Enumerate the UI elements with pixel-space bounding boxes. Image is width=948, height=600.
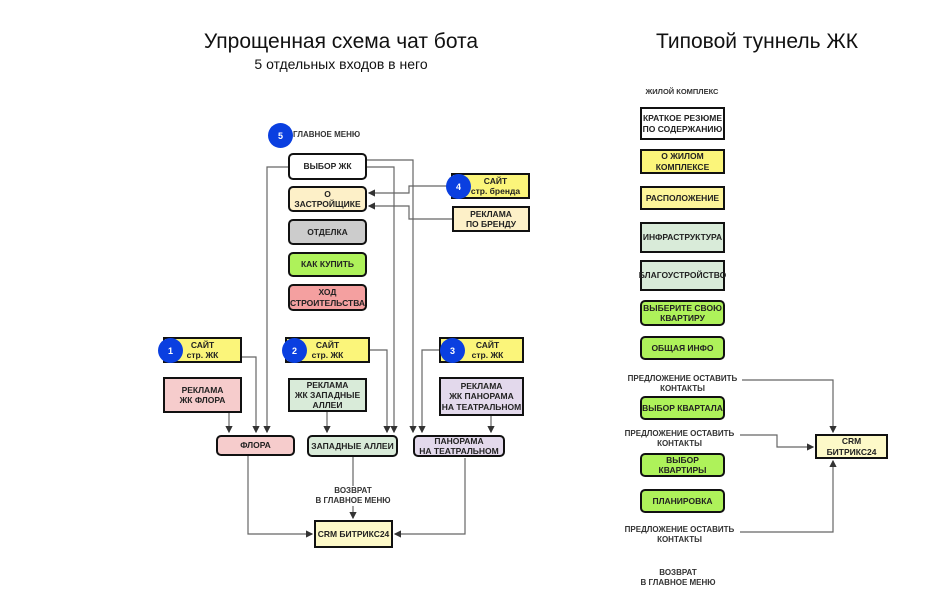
line-menu-to-panorama <box>367 159 417 434</box>
left-subtitle: 5 отдельных входов в него <box>254 56 428 72</box>
brand-ad-box: РЕКЛАМА ПО БРЕНДУ <box>452 206 530 232</box>
menu-construction-progress: ХОД СТРОИТЕЛЬСТВА <box>288 284 367 311</box>
return-main-menu-label-right: ВОЗВРАТ В ГЛАВНОЕ МЕНЮ <box>640 568 716 587</box>
entry-badge-4: 4 <box>446 174 471 199</box>
line-menu-to-flora <box>263 166 288 434</box>
offer-contacts-label-1: ПРЕДЛОЖЕНИЕ ОСТАВИТЬ КОНТАКТЫ <box>627 374 738 393</box>
line-site1 <box>242 356 260 434</box>
ad-panorama: РЕКЛАМА ЖК ПАНОРАМА НА ТЕАТРАЛЬНОМ <box>439 377 524 416</box>
offer-contacts-label-3: ПРЕДЛОЖЕНИЕ ОСТАВИТЬ КОНТАКТЫ <box>624 525 735 544</box>
step-infrastructure: ИНФРАСТРУКТУРА <box>640 222 725 253</box>
line-panorama-crm <box>393 458 466 538</box>
step-summary: КРАТКОЕ РЕЗЮМЕ ПО СОДЕРЖАНИЮ <box>640 107 725 140</box>
line-brand-ad <box>367 202 452 220</box>
complex-west-alleys: ЗАПАДНЫЕ АЛЛЕИ <box>307 435 398 457</box>
step-select-apartment: ВЫБОР КВАРТИРЫ <box>640 453 725 477</box>
complex-flora: ФЛОРА <box>216 435 295 456</box>
step-select-block: ВЫБОР КВАРТАЛА <box>640 396 725 420</box>
line-menu-to-west <box>367 166 398 434</box>
step-location: РАСПОЛОЖЕНИЕ <box>640 186 725 210</box>
menu-finishing: ОТДЕЛКА <box>288 219 367 245</box>
entry-badge-2: 2 <box>282 338 307 363</box>
step-general-info: ОБЩАЯ ИНФО <box>640 336 725 360</box>
ad-west-alleys: РЕКЛАМА ЖК ЗАПАДНЫЕ АЛЛЕИ <box>288 378 367 412</box>
line-site3 <box>418 349 439 434</box>
step-landscaping: БЛАГОУСТРОЙСТВО <box>639 260 726 291</box>
line-offer1-crm <box>742 379 837 434</box>
menu-select-complex: ВЫБОР ЖК <box>288 153 367 180</box>
right-title: Типовой туннель ЖК <box>655 30 859 53</box>
line-offer3-crm <box>740 459 837 533</box>
left-title: Упрощенная схема чат бота <box>203 30 479 53</box>
offer-contacts-label-2: ПРЕДЛОЖЕНИЕ ОСТАВИТЬ КОНТАКТЫ <box>624 429 735 448</box>
menu-about-developer: О ЗАСТРОЙЩИКЕ <box>288 186 367 212</box>
line-offer2-crm <box>740 434 815 451</box>
complex-panorama: ПАНОРАМА НА ТЕАТРАЛЬНОМ <box>413 435 505 457</box>
line-brand-site <box>367 185 451 197</box>
line-flora-crm <box>247 456 314 538</box>
entry-badge-5: 5 <box>268 123 293 148</box>
entry-badge-3: 3 <box>440 338 465 363</box>
menu-how-to-buy: КАК КУПИТЬ <box>288 252 367 277</box>
ad-flora: РЕКЛАМА ЖК ФЛОРА <box>163 377 242 413</box>
entry-badge-1: 1 <box>158 338 183 363</box>
line-site2 <box>370 349 391 434</box>
crm-bitrix24: CRM БИТРИКС24 <box>314 520 393 548</box>
step-layout: ПЛАНИРОВКА <box>640 489 725 513</box>
step-choose-apartment: ВЫБЕРИТЕ СВОЮ КВАРТИРУ <box>640 300 725 326</box>
main-menu-label: ГЛАВНОЕ МЕНЮ <box>293 130 361 139</box>
residential-complex-label: ЖИЛОЙ КОМПЛЕКС <box>645 87 719 96</box>
step-about-complex: О ЖИЛОМ КОМПЛЕКСЕ <box>640 149 725 174</box>
return-main-menu-label: ВОЗВРАТ В ГЛАВНОЕ МЕНЮ <box>303 486 403 506</box>
crm-bitrix24-right: CRM БИТРИКС24 <box>815 434 888 459</box>
